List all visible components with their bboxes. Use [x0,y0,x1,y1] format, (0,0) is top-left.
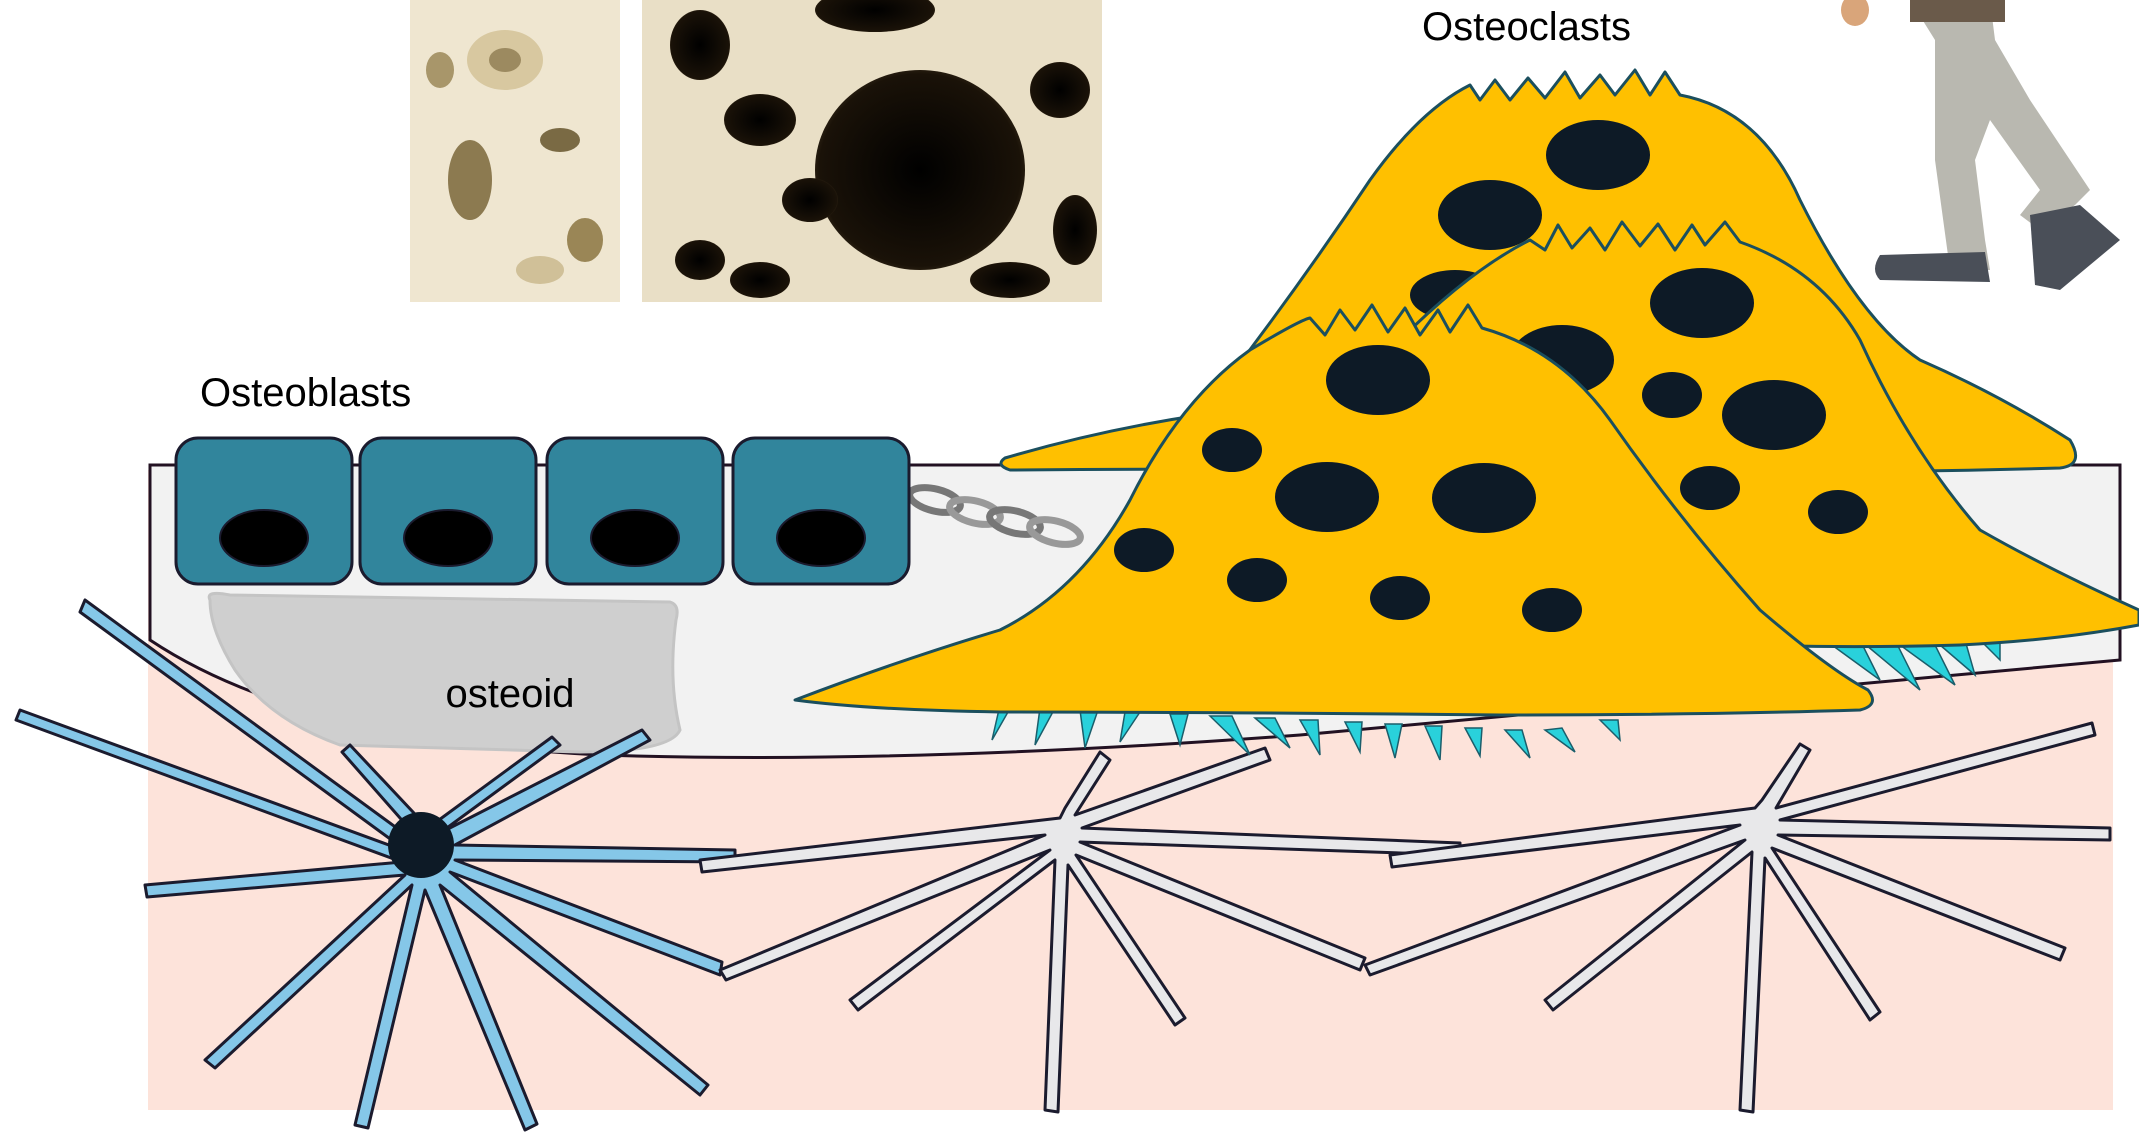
osteoclast-nucleus [1522,588,1582,632]
osteoclast-nucleus [1680,466,1740,510]
osteoclast-nucleus [1808,490,1868,534]
osteoblast [733,438,909,584]
osteocyte-nucleus [388,812,454,878]
osteoid-label: osteoid [446,672,575,716]
osteoclast-nucleus [1642,372,1702,418]
osteoclast-nucleus [1114,528,1174,572]
osteoclast-nucleus [1227,558,1287,602]
osteoclast-nucleus [1432,463,1536,533]
osteoblast-nucleus [777,510,865,566]
osteoblast-nucleus [591,510,679,566]
osteoblast [547,438,723,584]
osteoclast-nucleus [1370,576,1430,620]
osteoblast [360,438,536,584]
walking-person-icon [1841,0,2120,290]
trabecular-bone-photo-icon [410,0,1102,302]
osteoclast-nucleus [1722,380,1826,450]
osteoclasts-label: Osteoclasts [1422,5,1631,49]
osteoclast-nucleus [1275,462,1379,532]
osteoclast-nucleus [1438,180,1542,250]
osteoclast-nucleus [1202,428,1262,472]
osteoblast-nucleus [404,510,492,566]
osteoclast-nucleus [1546,120,1650,190]
osteoblast [176,438,352,584]
osteoclast-nucleus [1326,345,1430,415]
osteoblasts-label: Osteoblasts [200,371,411,415]
osteoblast-nucleus [220,510,308,566]
osteoclast-nucleus [1650,268,1754,338]
